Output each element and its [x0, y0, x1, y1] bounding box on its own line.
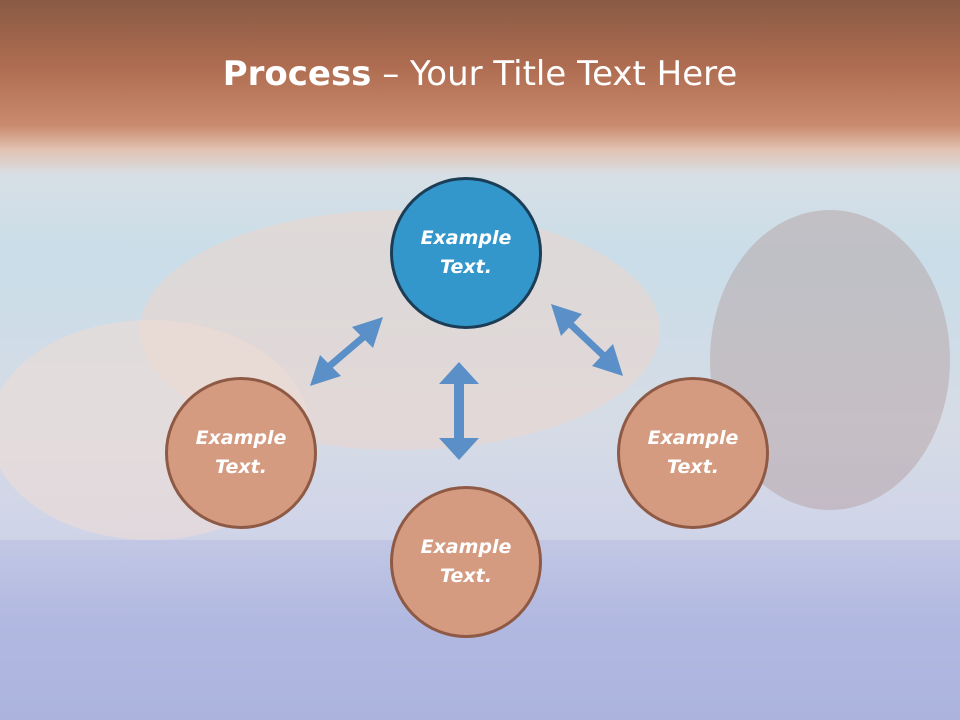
- slide-title: Process – Your Title Text Here: [0, 52, 960, 96]
- process-node-right: Example Text.: [617, 377, 769, 529]
- arrow-top-left: [310, 317, 383, 386]
- node-label: Example Text.: [420, 536, 512, 587]
- arrow-vertical: [439, 362, 479, 460]
- title-bold: Process: [222, 54, 372, 94]
- process-node-bottom: Example Text.: [390, 486, 542, 638]
- arrow-top-right: [551, 304, 623, 376]
- node-label: Example Text.: [420, 227, 512, 278]
- node-label: Example Text.: [195, 427, 287, 478]
- node-label: Example Text.: [647, 427, 739, 478]
- title-rest: – Your Title Text Here: [371, 54, 738, 94]
- process-node-top: Example Text.: [390, 177, 542, 329]
- process-node-left: Example Text.: [165, 377, 317, 529]
